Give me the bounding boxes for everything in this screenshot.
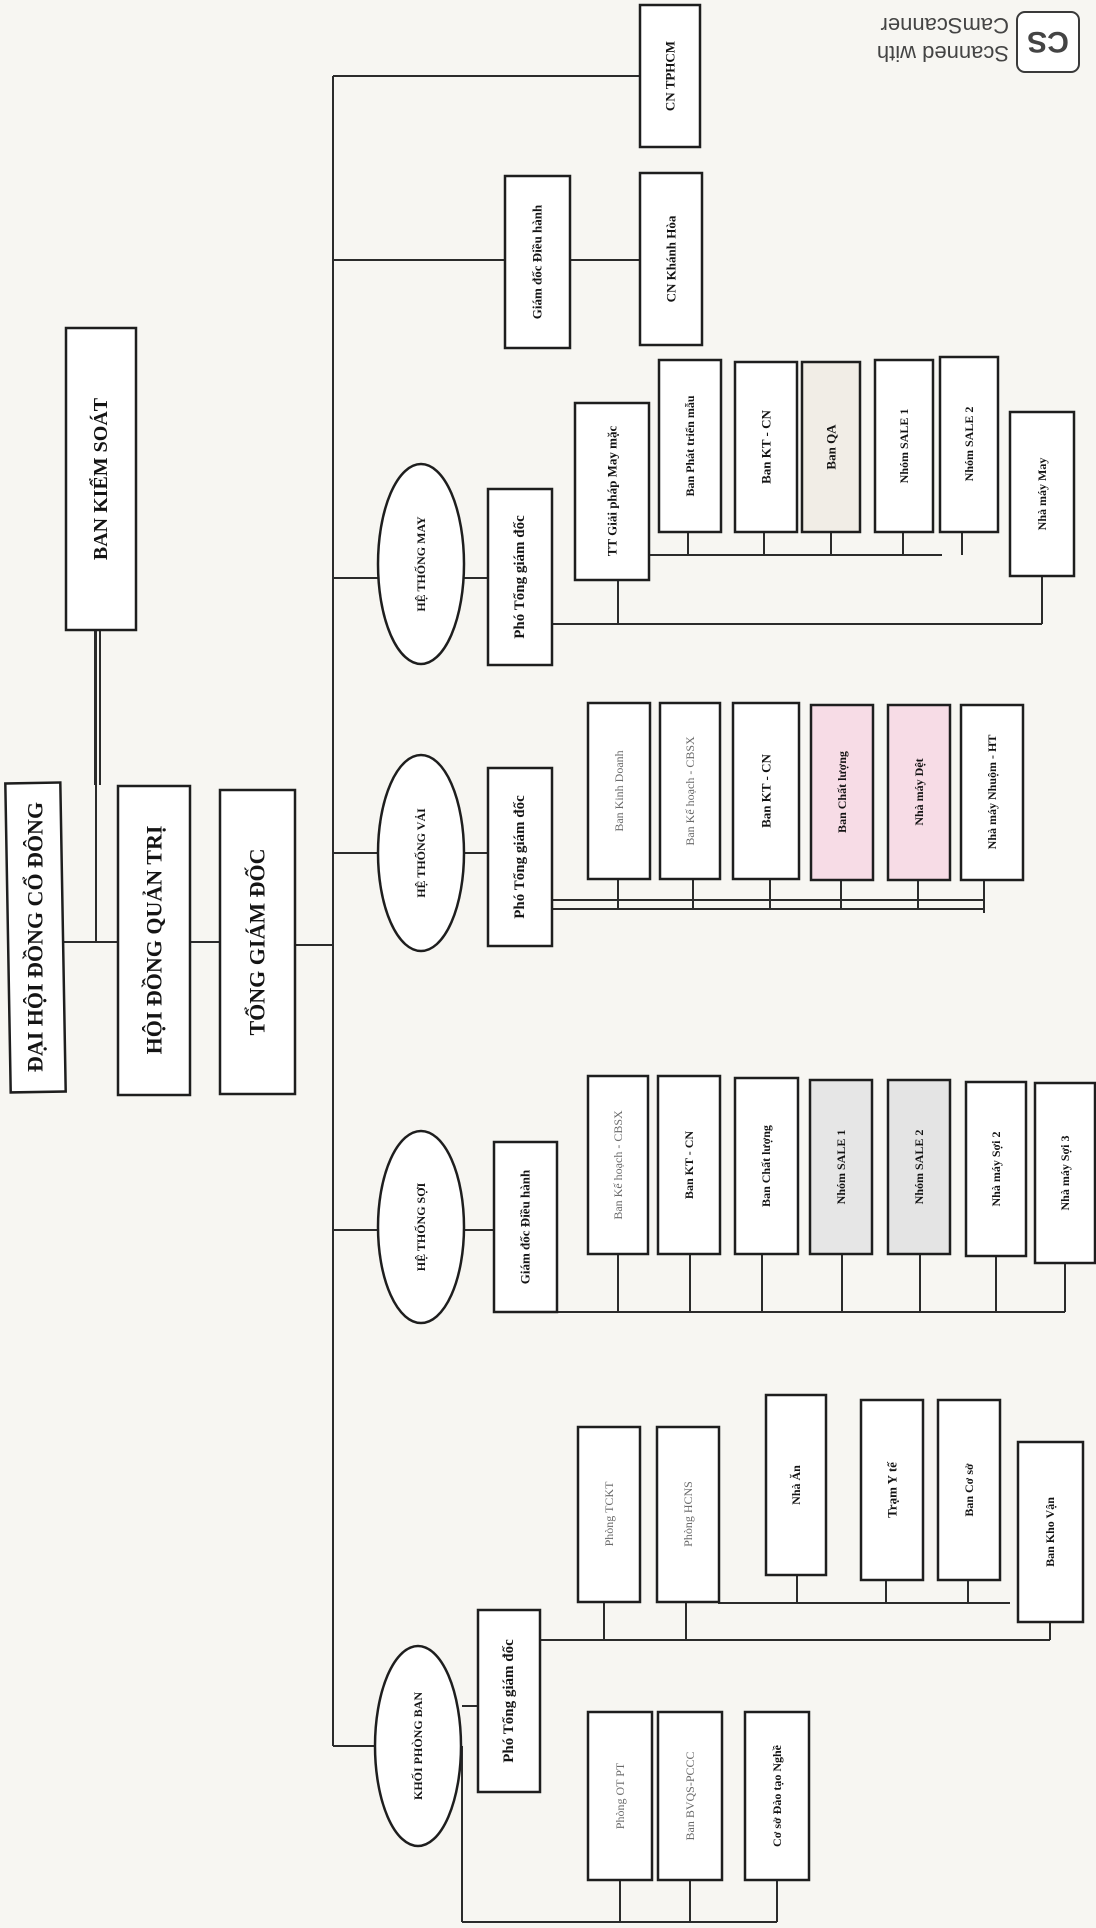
- soi-dept-1-label: Ban KT - CN: [682, 1131, 696, 1199]
- soi-dept-0-label: Ban Kế hoạch - CBSX: [611, 1110, 625, 1220]
- pb-direct-0-label: Phòng OT PT: [613, 1762, 627, 1829]
- node-cn-khanh-hoa: CN Khánh Hòa: [638, 171, 704, 347]
- vai-dept-2: Ban KT - CN: [731, 701, 801, 881]
- pb-sub-5-label: Ban Kho Vận: [1043, 1497, 1057, 1567]
- soi-dept-6: Nhà máy Sợi 3: [1033, 1081, 1096, 1265]
- soi-dept-5: Nhà máy Sợi 2: [964, 1080, 1028, 1258]
- may-dept-4-label: Nhóm SALE 2: [962, 407, 976, 482]
- node-tt-giai-phap: TT Giải pháp May mặc: [573, 401, 651, 582]
- pb-sub-3: Trạm Y tế: [859, 1398, 925, 1582]
- may-dept-2: Ban QA: [800, 360, 862, 534]
- node-gd-dieu-hanh-soi: Giám đốc Điều hành: [492, 1140, 559, 1314]
- soi-dept-6-label: Nhà máy Sợi 3: [1058, 1136, 1072, 1211]
- vai-dept-4-label: Nhà máy Dệt: [912, 758, 926, 825]
- may-dept-0: Ban Phát triển mẫu: [657, 358, 723, 534]
- node-he-thong-vai-label: HỆ THỐNG VẢI: [413, 808, 428, 898]
- node-pho-tgd-pb-label: Phó Tổng giám đốc: [501, 1639, 517, 1763]
- soi-dept-5-label: Nhà máy Sợi 2: [989, 1132, 1003, 1207]
- camscanner-logo: [1016, 11, 1080, 73]
- node-he-thong-may-label: HỆ THỐNG MAY: [413, 516, 428, 612]
- pb-sub-2-label: Nhà Ăn: [789, 1465, 803, 1505]
- soi-dept-4: Nhóm SALE 2: [886, 1078, 952, 1256]
- vai-dept-1-label: Ban Kế hoạch - CBSX: [683, 736, 697, 846]
- pb-sub-1-label: Phòng HCNS: [681, 1481, 695, 1547]
- node-cn-tphcm: CN TPHCM: [638, 3, 702, 149]
- node-he-thong-soi-label: HỆ THỐNG SỢI: [413, 1182, 428, 1271]
- node-he-thong-soi: HỆ THỐNG SỢI: [376, 1129, 466, 1325]
- soi-dept-4-label: Nhóm SALE 2: [912, 1130, 926, 1205]
- vai-dept-2-label: Ban KT - CN: [759, 753, 774, 827]
- node-cn-khanh-hoa-label: CN Khánh Hòa: [664, 215, 679, 302]
- may-dept-4: Nhóm SALE 2: [938, 355, 1000, 534]
- node-hdqt-label: HỘI ĐỒNG QUẢN TRỊ: [142, 826, 167, 1055]
- node-tgd: TỔNG GIÁM ĐỐC: [218, 788, 297, 1096]
- may-dept-1: Ban KT - CN: [733, 360, 799, 534]
- vai-dept-0: Ban Kinh Doanh: [586, 701, 652, 881]
- node-he-thong-may: HỆ THỐNG MAY: [376, 462, 466, 666]
- node-nha-may-may: Nhà máy May: [1008, 410, 1076, 578]
- pb-sub-1: Phòng HCNS: [655, 1425, 721, 1604]
- may-dept-3-label: Nhóm SALE 1: [897, 409, 911, 484]
- node-gd-dieu-hanh-cn: Giám đốc Điều hành: [503, 174, 572, 350]
- node-pho-tgd-may-label: Phó Tổng giám đốc: [512, 515, 528, 639]
- may-dept-2-label: Ban QA: [824, 424, 839, 470]
- pb-sub-2: Nhà Ăn: [764, 1393, 828, 1577]
- pb-direct-2: Cơ sở Đào tạo Nghề: [743, 1710, 811, 1882]
- node-khoi-phong-ban: KHỐI PHÒNG BAN: [373, 1644, 463, 1848]
- pb-direct-1: Ban BVQS-PCCC: [656, 1710, 724, 1882]
- soi-dept-1: Ban KT - CN: [656, 1074, 722, 1256]
- vai-dept-5: Nhà máy Nhuộm - HT: [959, 703, 1025, 882]
- pb-direct-1-label: Ban BVQS-PCCC: [683, 1751, 697, 1840]
- node-bks: BAN KIỂM SOÁT: [64, 326, 138, 632]
- vai-dept-5-label: Nhà máy Nhuộm - HT: [985, 735, 999, 850]
- pb-sub-4-label: Ban Cơ sở: [962, 1463, 976, 1517]
- may-dept-0-label: Ban Phát triển mẫu: [683, 395, 697, 496]
- pb-sub-0: Phòng TCKT: [576, 1425, 642, 1604]
- node-nha-may-may-label: Nhà máy May: [1035, 458, 1049, 531]
- may-dept-3: Nhóm SALE 1: [873, 358, 935, 534]
- soi-dept-0: Ban Kế hoạch - CBSX: [586, 1074, 650, 1256]
- connector-lines: [63, 75, 1066, 1923]
- node-bks-label: BAN KIỂM SOÁT: [88, 397, 112, 560]
- node-cn-tphcm-label: CN TPHCM: [663, 41, 678, 111]
- node-pho-tgd-vai: Phó Tổng giám đốc: [486, 766, 554, 948]
- node-dhdcd-label: ĐẠI HỘI ĐỒNG CỔ ĐÔNG: [23, 802, 48, 1072]
- soi-dept-3-label: Nhóm SALE 1: [834, 1130, 848, 1205]
- pb-direct-2-label: Cơ sở Đào tạo Nghề: [770, 1744, 784, 1847]
- camscanner-line2: CamScanner: [881, 13, 1009, 38]
- camscanner-watermark: CS Scanned with CamScanner: [877, 11, 1080, 73]
- pb-sub-4: Ban Cơ sở: [936, 1398, 1002, 1582]
- node-gd-dieu-hanh-soi-label: Giám đốc Điều hành: [518, 1169, 533, 1284]
- node-tt-giai-phap-label: TT Giải pháp May mặc: [605, 426, 620, 557]
- camscanner-logo-text: CS: [1027, 25, 1069, 58]
- vai-dept-0-label: Ban Kinh Doanh: [612, 750, 626, 831]
- pb-sub-0-label: Phòng TCKT: [602, 1481, 616, 1546]
- node-pho-tgd-vai-label: Phó Tổng giám đốc: [512, 795, 528, 919]
- camscanner-line1: Scanned with: [877, 41, 1009, 66]
- node-khoi-phong-ban-label: KHỐI PHÒNG BAN: [410, 1692, 425, 1800]
- vai-dept-3: Ban Chất lượng: [809, 703, 875, 882]
- node-dhdcd: ĐẠI HỘI ĐỒNG CỔ ĐÔNG: [4, 781, 67, 1094]
- soi-dept-2-label: Ban Chất lượng: [759, 1125, 773, 1207]
- node-tgd-label: TỔNG GIÁM ĐỐC: [245, 849, 270, 1036]
- pb-sub-3-label: Trạm Y tế: [885, 1461, 900, 1518]
- may-dept-1-label: Ban KT - CN: [759, 409, 774, 483]
- node-pho-tgd-may: Phó Tổng giám đốc: [486, 487, 554, 667]
- node-he-thong-vai: HỆ THỐNG VẢI: [376, 753, 466, 953]
- soi-dept-3: Nhóm SALE 1: [808, 1078, 874, 1256]
- pb-sub-5: Ban Kho Vận: [1016, 1440, 1085, 1624]
- soi-dept-2: Ban Chất lượng: [733, 1076, 800, 1256]
- node-gd-dieu-hanh-cn-label: Giám đốc Điều hành: [530, 204, 545, 319]
- node-hdqt: HỘI ĐỒNG QUẢN TRỊ: [116, 784, 192, 1097]
- vai-dept-3-label: Ban Chất lượng: [835, 751, 849, 833]
- vai-dept-4: Nhà máy Dệt: [886, 703, 952, 882]
- pb-direct-0: Phòng OT PT: [586, 1710, 654, 1882]
- node-pho-tgd-pb: Phó Tổng giám đốc: [476, 1608, 542, 1794]
- vai-dept-1: Ban Kế hoạch - CBSX: [658, 701, 722, 881]
